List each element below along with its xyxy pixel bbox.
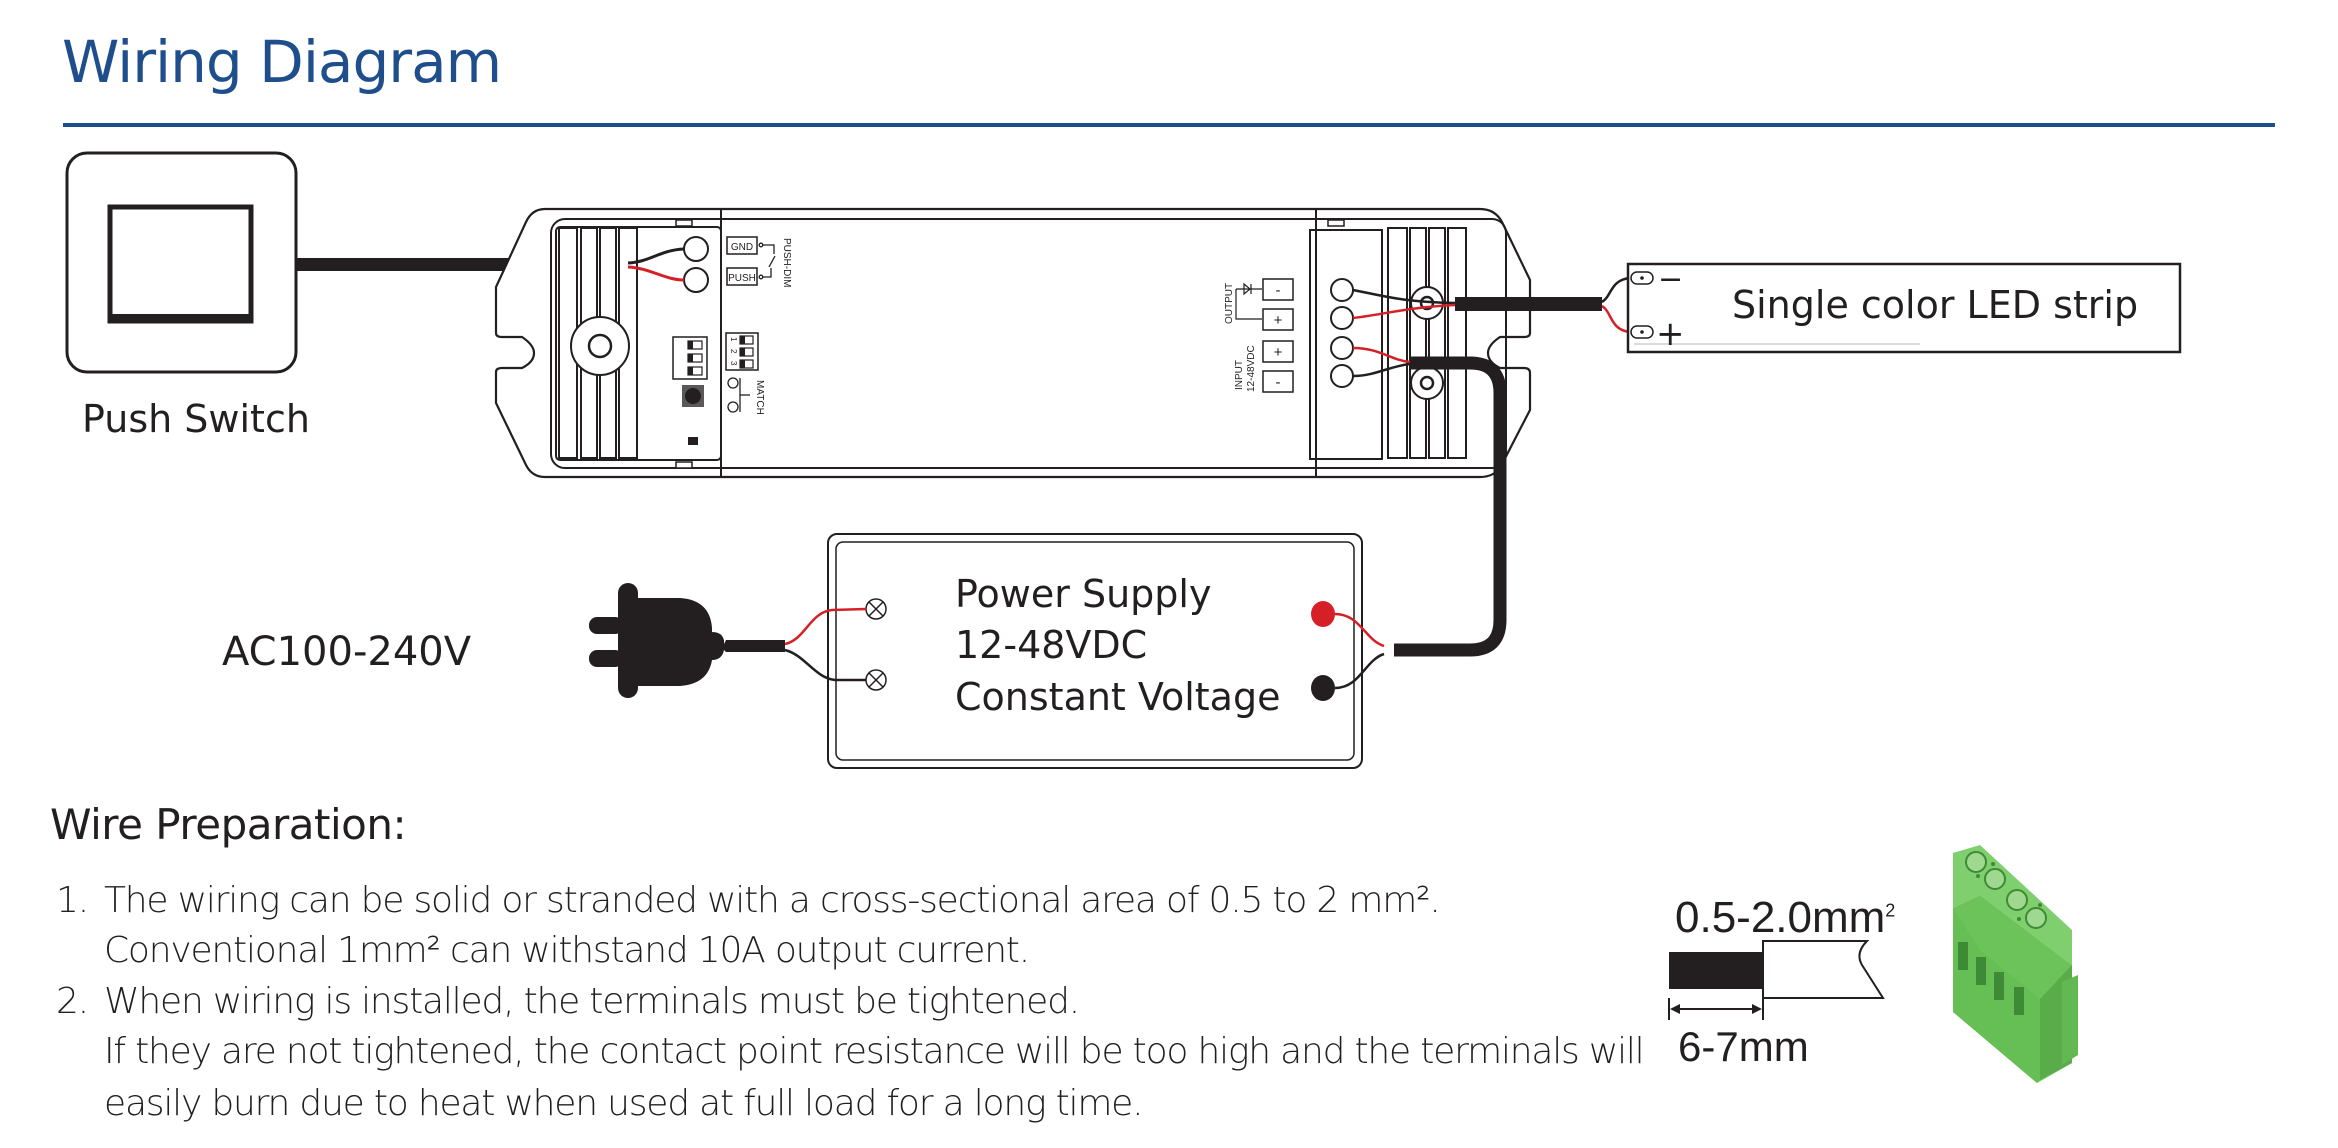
ac-input-label: AC100-240V [222,629,472,675]
item-text: The wiring can be solid or stranded with… [104,880,1441,921]
input-minus-terminal [1330,364,1354,388]
cross-section-superscript: 2 [1885,900,1896,921]
input-plus-terminal-label: + [1262,340,1294,363]
input-minus-terminal-label: - [1262,370,1294,393]
wire-insulation [1762,940,1885,999]
output-minus-terminal-label: - [1262,278,1294,301]
power-cable [1394,356,1507,657]
svg-text:1: 1 [729,337,738,342]
controller-right-terminal-bay [1309,229,1383,460]
output-wire-positive [1352,303,1456,320]
led-symbol-icon [1235,282,1262,320]
output-plus-terminal [1330,306,1354,330]
match-label: MATCH [754,380,765,415]
output-minus-terminal [1330,278,1354,302]
match-button [682,385,704,407]
wire-prep-item-2-line-3: easily burn due to heat when used at ful… [104,1083,1144,1124]
push-switch-button [107,204,254,324]
strip-length-label: 6-7mm [1678,1023,1809,1070]
ac-wire-neutral [784,648,866,682]
switch-wire-negative [627,247,685,265]
gnd-label: GND [731,242,753,253]
led-indicator [688,437,698,445]
svg-text:2: 2 [729,349,738,354]
page-title: Wiring Diagram [62,28,502,96]
input-wire-positive [1352,346,1411,364]
ac-wire-live [784,607,867,646]
item-number: 1. [56,880,89,921]
dip-switch-left [672,336,708,380]
wire-prep-item-2-line-2: If they are not tightened, the contact p… [104,1031,1645,1072]
gnd-terminal [683,236,709,262]
wire-cross-section-label: 0.5-2.0mm2 [1675,893,1895,943]
dc-output-negative [1311,675,1335,701]
right-heat-sink-fins [1387,227,1467,459]
input-plus-terminal [1330,336,1354,360]
led-wire-positive [1601,304,1631,334]
led-strip-plus-sign: + [1656,314,1685,354]
led-strip-label: Single color LED strip [1732,283,2138,327]
switch-wire-positive [627,265,685,282]
output-wire-negative [1352,288,1456,305]
led-strip-body [1626,262,2182,354]
svg-text:+: + [1274,344,1283,361]
controller: GND PUSH PUSH-DIM 1 2 3 [494,207,1532,479]
dc-output-positive [1311,601,1335,627]
wire-prep-item-1-line-2: Conventional 1mm² can withstand 10A outp… [104,930,1030,971]
wire-prep-item-2: 2. When wiring is installed, the terminal… [56,981,1080,1022]
power-supply-voltage: 12-48VDC [955,623,1147,667]
controller-inner-outline [550,218,1507,469]
led-strip-minus-sign: − [1658,262,1683,297]
power-supply-body [827,533,1363,769]
terminal-block-image [1953,845,2078,1083]
output-plus-terminal-label: + [1262,308,1294,331]
stripped-wire-core [1669,952,1763,989]
push-terminal [683,267,709,293]
item-text: When wiring is installed, the terminals … [104,981,1080,1022]
input-label: INPUT [1234,360,1245,390]
input-voltage-label: 12-48VDC [1246,345,1257,392]
led-strip: − + Single color LED strip [1626,262,2182,354]
power-supply-title: Power Supply [955,572,1211,616]
svg-text:3: 3 [729,361,738,366]
dip-switch-center: 1 2 3 [725,332,759,371]
cross-section-value: 0.5-2.0mm [1675,893,1886,942]
push-switch-label: Push Switch [82,397,310,441]
push-label: PUSH [728,273,756,284]
wire-preparation-heading: Wire Preparation: [50,800,407,849]
svg-text:-: - [1276,282,1281,299]
item-number: 2. [56,981,89,1022]
led-cable [1455,297,1602,311]
title-divider [63,123,2275,127]
push-switch-button-shadow [110,314,251,322]
input-wire-negative [1352,362,1411,378]
power-supply: Power Supply 12-48VDC Constant Voltage [827,533,1385,769]
push-switch [65,151,298,374]
push-label-box [726,267,758,286]
wire-prep-item-1: 1. The wiring can be solid or stranded wi… [56,880,1441,921]
left-mount-hole [587,333,613,359]
ac-plug-icon [589,583,785,698]
push-dim-switch-symbol [758,242,776,280]
output-label: OUTPUT [1224,283,1235,324]
power-supply-type: Constant Voltage [955,675,1280,719]
controller-housing [494,207,1532,479]
svg-text:+: + [1274,312,1283,329]
led-wire-negative [1601,276,1631,304]
match-symbol [727,377,750,413]
gnd-label-box [726,236,758,255]
svg-text:-: - [1276,374,1281,391]
push-dim-label: PUSH-DIM [781,238,792,287]
wire-strip-diagram [1668,940,1885,1020]
